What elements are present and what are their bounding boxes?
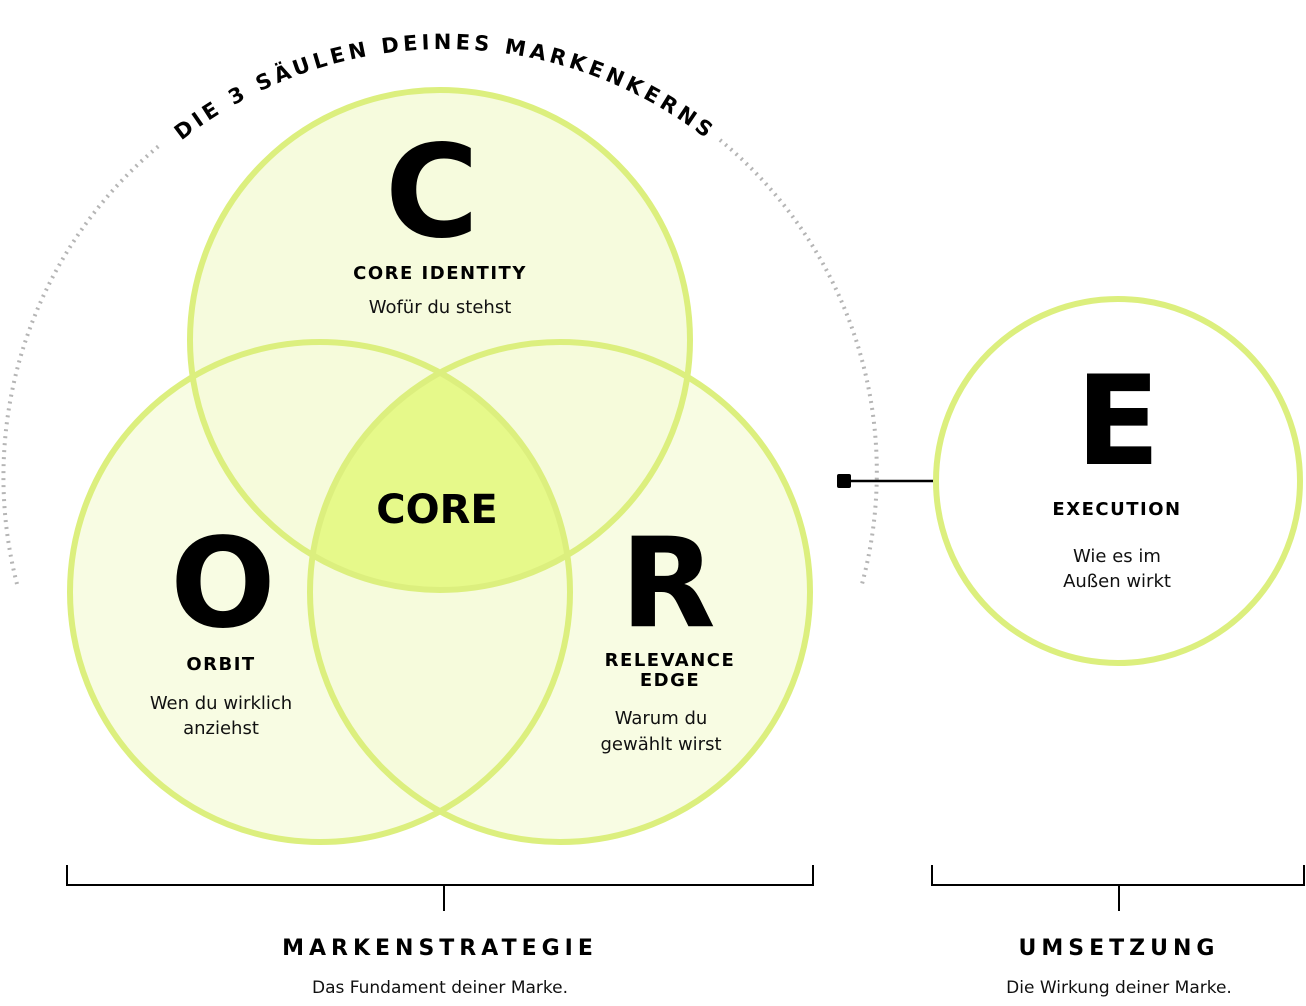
dotted-arc-right [718, 138, 879, 585]
pillar-o-letter: O [170, 512, 275, 656]
circle-c-outline [187, 87, 693, 593]
pillar-o-title: ORBIT [186, 654, 255, 675]
pillar-e-letter: E [1076, 350, 1161, 494]
pillar-c-title: CORE IDENTITY [353, 263, 527, 284]
pillar-r-subtitle-line-1: Warum du [615, 708, 708, 729]
pillar-c-subtitle: Wofür du stehst [369, 297, 512, 318]
circle-o-outline [67, 339, 573, 845]
pillar-e-subtitle-line-1: Wie es im [1073, 546, 1161, 567]
section-strategy-subtitle: Das Fundament deiner Marke. [312, 978, 568, 998]
section-strategy-title: MARKENSTRATEGIE [282, 936, 598, 961]
pillar-r-subtitle-line-2: gewählt wirst [601, 734, 722, 755]
pillar-e-title: EXECUTION [1052, 499, 1181, 520]
arrow-tail-square [837, 474, 851, 488]
circle-r-outline [307, 339, 813, 845]
pillar-e-subtitle-line-2: Außen wirkt [1063, 571, 1171, 592]
core-label: CORE [376, 487, 497, 533]
bracket-execution [931, 865, 1305, 911]
section-execution-subtitle: Die Wirkung deiner Marke. [1006, 978, 1232, 998]
bracket-strategy [66, 865, 814, 911]
pillar-c-letter: C [385, 118, 479, 267]
pillar-r-title-line-1: RELEVANCE [605, 650, 736, 671]
section-execution-title: UMSETZUNG [1019, 936, 1220, 961]
pillar-o-subtitle-line-2: anziehst [183, 718, 259, 739]
circle-e [933, 296, 1303, 666]
dotted-arc-left [1, 143, 162, 585]
pillar-r-title-line-2: EDGE [640, 670, 700, 691]
core-intersection [310, 342, 570, 590]
pillar-o-subtitle-line-1: Wen du wirklich [150, 693, 292, 714]
pillar-r-letter: R [620, 512, 715, 656]
